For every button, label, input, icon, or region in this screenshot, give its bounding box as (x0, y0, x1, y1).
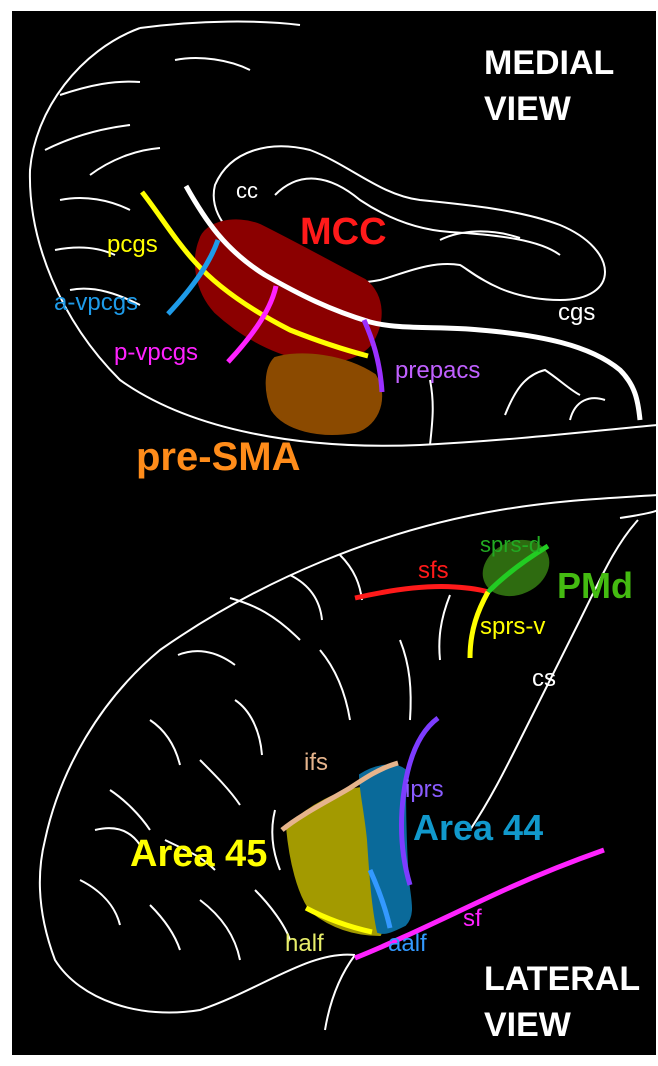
cgs-label: cgs (558, 299, 595, 326)
lateral-sulcus (290, 575, 322, 620)
p-vpcgs-label: p-vpcgs (114, 339, 198, 366)
half-label: half (285, 930, 324, 957)
pmd-label: PMd (557, 565, 633, 606)
lateral-view: sprs-d sfs PMd sprs-v cs ifs iprs Area 4… (40, 495, 658, 1044)
medial-title-line1: MEDIAL (484, 44, 614, 82)
sfs-label: sfs (418, 557, 449, 584)
lateral-sulcus (272, 810, 280, 870)
medial-sulcus (60, 82, 140, 95)
aalf-label: aalf (388, 930, 427, 957)
lateral-sulcus (80, 880, 120, 925)
sf-label: sf (463, 905, 482, 932)
medial-sulcus (505, 370, 580, 415)
iprs-label: iprs (405, 776, 444, 803)
area45-label: Area 45 (130, 833, 267, 875)
lateral-title-line2: VIEW (484, 1006, 572, 1044)
lateral-sulcus (400, 640, 411, 720)
lateral-sulcus (320, 650, 350, 720)
medial-sulcus (55, 248, 115, 255)
lateral-sulcus (200, 760, 240, 805)
lateral-sulcus (230, 598, 300, 640)
pre-sma-label: pre-SMA (136, 435, 300, 479)
lateral-sulcus (150, 905, 180, 950)
sprs-v-label: sprs-v (480, 613, 545, 640)
medial-sulcus (175, 58, 250, 70)
pre-sma-region (267, 354, 381, 434)
area44-label: Area 44 (413, 807, 543, 848)
cc-label: cc (236, 178, 258, 203)
lateral-sulcus (150, 720, 180, 765)
medial-sulcus (430, 380, 433, 445)
mcc-label: MCC (300, 211, 387, 253)
medial-sulcus (60, 198, 130, 210)
cs-label: cs (532, 665, 556, 692)
medial-sulcus (45, 125, 130, 150)
medial-view: MEDIAL VIEW cc MCC pcgs a-vpcgs p-vpcgs … (30, 22, 658, 479)
medial-title-line2: VIEW (484, 90, 572, 128)
lateral-sulcus (439, 595, 450, 660)
lateral-sulcus (178, 651, 235, 665)
prepacs-label: prepacs (395, 357, 480, 384)
lateral-temporal-edge (325, 955, 355, 1030)
sprs-d-label: sprs-d (480, 532, 541, 557)
sfs-sulcus (355, 587, 488, 598)
medial-inner-outline (140, 22, 300, 28)
a-vpcgs-label: a-vpcgs (54, 289, 138, 316)
medial-sulcus (570, 398, 605, 420)
lateral-sulcus (200, 900, 240, 960)
pcgs-label: pcgs (107, 231, 158, 258)
lateral-sulcus (235, 700, 262, 755)
ifs-label: ifs (304, 749, 328, 776)
lateral-sulcus (110, 790, 150, 830)
lateral-title-line1: LATERAL (484, 960, 640, 998)
lateral-sulcus (340, 555, 362, 600)
medial-sulcus (90, 148, 160, 175)
lateral-frontal-edge (620, 510, 658, 518)
